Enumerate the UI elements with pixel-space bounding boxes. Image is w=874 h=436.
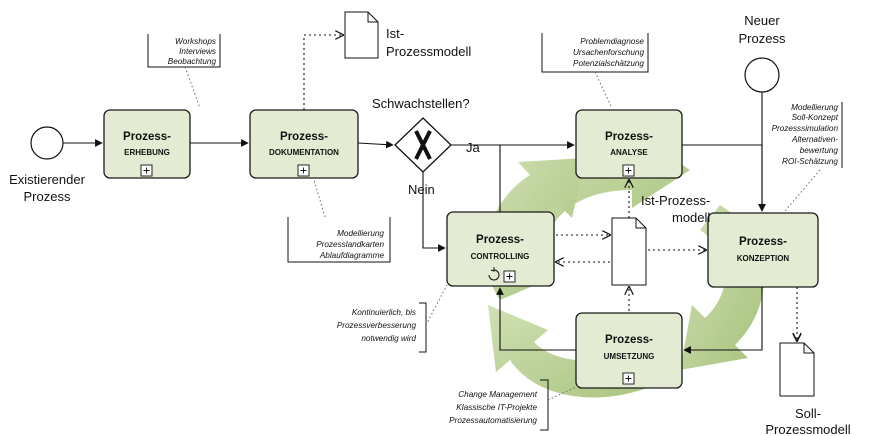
anno-konz-3: Prozesssimulation <box>772 124 839 133</box>
task-controlling-line-1: Prozess- <box>476 234 524 246</box>
doc-ist-top-label-1: Ist- <box>386 26 404 41</box>
anno-erhebung-1: Workshops <box>175 37 216 46</box>
gateway-no-label: Nein <box>408 182 435 197</box>
task-umsetzung-line-1: Prozess- <box>605 334 653 346</box>
exclusive-gateway <box>394 117 452 173</box>
annotation-konzeption: Modellierung Soll-Konzept Prozesssimulat… <box>772 103 839 166</box>
data-associations <box>303 35 797 341</box>
anno-erhebung-3: Beobachtung <box>168 57 217 66</box>
new-process-label-1: Neuer <box>744 13 780 28</box>
annotation-erhebung: Workshops Interviews Beobachtung <box>168 37 217 66</box>
anno-konz-5: bewertung <box>800 146 839 155</box>
anno-konz-6: ROI-Schätzung <box>782 157 838 166</box>
task-konzeption[interactable]: Prozess- konzeption <box>707 212 819 288</box>
task-umsetzung[interactable]: Prozess- umsetzung <box>575 312 683 389</box>
annotation-connectors <box>184 66 821 401</box>
task-konzeption-line-1: Prozess- <box>739 236 787 248</box>
anno-analyse-3: Potenzialschätzung <box>573 59 644 68</box>
anno-konz-1: Modellierung <box>791 103 838 112</box>
doc-ist-mid-label-2: modell <box>672 210 710 225</box>
anno-erhebung-2: Interviews <box>179 47 216 56</box>
anno-ums-1: Change Management <box>458 390 537 399</box>
task-erhebung-line-1: Prozess- <box>123 131 171 143</box>
doc-soll-label-1: Soll- <box>795 406 821 421</box>
task-konzeption-line-2: konzeption <box>737 252 790 264</box>
anno-dok-3: Ablaufdiagramme <box>319 251 385 260</box>
anno-konz-4: Alternativen- <box>791 135 838 144</box>
anno-konz-2: Soll-Konzept <box>792 113 839 122</box>
doc-ist-top-label-2: Prozessmodell <box>386 44 471 59</box>
new-process-event <box>744 57 780 93</box>
doc-soll-label-2: Prozessmodell <box>765 422 850 436</box>
annotation-analyse: Problemdiagnose Ursachenforschung Potenz… <box>573 37 644 68</box>
anno-analyse-2: Ursachenforschung <box>573 48 644 57</box>
anno-ctrl-1: Kontinuierlich, bis <box>352 308 416 317</box>
document-ist-mid <box>611 217 647 286</box>
annotation-controlling: Kontinuierlich, bis Prozessverbesserung … <box>337 308 417 343</box>
task-dokumentation-line-2: dokumentation <box>269 146 339 158</box>
start-event-label-2: Prozess <box>24 189 71 204</box>
start-event-label-1: Existierender <box>9 172 86 187</box>
task-erhebung[interactable]: Prozess- erhebung <box>103 109 191 179</box>
document-soll <box>779 342 815 397</box>
task-analyse-line-2: analyse <box>610 146 648 158</box>
start-event <box>30 126 64 160</box>
task-analyse-line-1: Prozess- <box>605 131 653 143</box>
gateway-yes-label: Ja <box>466 140 481 155</box>
task-controlling-line-2: controlling <box>471 250 530 262</box>
anno-ctrl-2: Prozessverbesserung <box>337 321 417 330</box>
task-analyse[interactable]: Prozess- analyse <box>575 109 683 179</box>
anno-dok-2: Prozesslandkarten <box>316 240 384 249</box>
anno-ctrl-3: notwendig wird <box>361 334 416 343</box>
task-controlling[interactable]: Prozess- controlling <box>446 211 555 287</box>
sequence-flows <box>63 92 766 354</box>
new-process-label-2: Prozess <box>739 31 786 46</box>
annotation-umsetzung: Change Management Klassische IT-Projekte… <box>449 390 538 425</box>
task-dokumentation-line-1: Prozess- <box>280 131 328 143</box>
task-erhebung-line-2: erhebung <box>124 146 170 158</box>
loop-icon <box>488 269 500 281</box>
anno-ums-2: Klassische IT-Projekte <box>456 403 537 412</box>
doc-ist-mid-label-1: Ist-Prozess- <box>641 193 710 208</box>
anno-ums-3: Prozessautomatisierung <box>449 416 537 425</box>
task-umsetzung-line-2: umsetzung <box>604 350 655 362</box>
gateway-question: Schwachstellen? <box>372 96 470 111</box>
task-dokumentation[interactable]: Prozess- dokumentation <box>249 109 359 179</box>
annotation-dokumentation: Modellierung Prozesslandkarten Ablaufdia… <box>316 229 384 260</box>
anno-analyse-1: Problemdiagnose <box>580 37 644 46</box>
anno-dok-1: Modellierung <box>337 229 384 238</box>
document-ist-top <box>344 11 379 59</box>
